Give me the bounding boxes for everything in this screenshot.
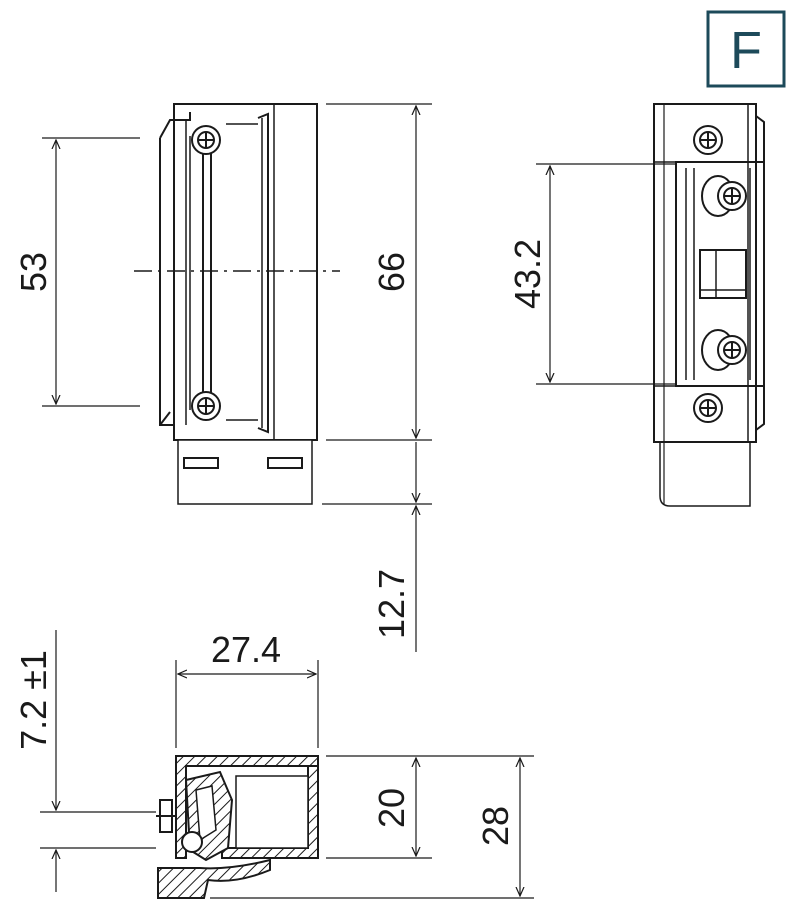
dim-label-27-4: 27.4	[211, 629, 281, 670]
side-bottom-screw-icon	[693, 393, 723, 423]
front-top-screw-icon	[191, 125, 221, 155]
dim-label-66: 66	[371, 252, 412, 292]
dimension-20: 20	[326, 755, 432, 859]
dim-label-28: 28	[475, 806, 516, 846]
side-top-screw-icon	[693, 125, 723, 155]
drawing-badge: F	[706, 10, 786, 88]
dim-label-20: 20	[371, 788, 412, 828]
dimension-27-4: 27.4	[178, 629, 316, 674]
front-view	[134, 103, 340, 505]
dim-label-43-2: 43.2	[507, 239, 548, 309]
badge-letter: F	[730, 22, 762, 80]
dimension-28: 28	[210, 755, 534, 899]
dim-label-12-7: 12.7	[371, 569, 412, 639]
side-upper-inner-screw-icon	[717, 181, 747, 211]
dim-label-53: 53	[13, 252, 54, 292]
section-view	[156, 660, 319, 899]
side-view	[653, 103, 765, 507]
dimension-43-2: 43.2	[507, 163, 676, 385]
dimension-53: 53	[13, 137, 140, 407]
dimension-7-2: 7.2 ±1	[13, 630, 156, 892]
dimension-66: 66	[326, 103, 432, 441]
side-lower-inner-screw-icon	[717, 335, 747, 365]
front-bottom-screw-icon	[191, 391, 221, 421]
dimension-12-7: 12.7	[322, 442, 432, 652]
dim-label-7-2: 7.2 ±1	[13, 650, 54, 750]
